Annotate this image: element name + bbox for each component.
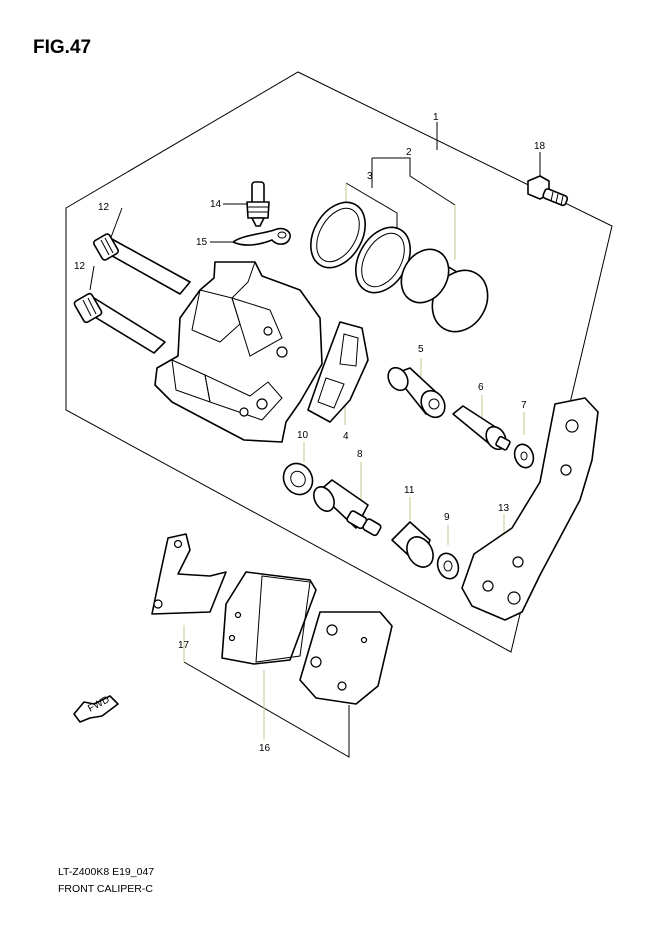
callout-17: 17: [178, 640, 190, 651]
callout-14: 14: [210, 199, 222, 210]
callout-1: 1: [433, 112, 439, 123]
pad-shim-17: [151, 533, 227, 615]
callout-18: 18: [534, 141, 546, 152]
callout-11: 11: [404, 485, 415, 496]
figure-title: FIG.47: [33, 37, 91, 58]
callout-2: 2: [406, 147, 412, 158]
piston-2: [400, 248, 489, 333]
washer-7: [513, 443, 535, 469]
callout-15: 15: [196, 237, 208, 248]
slide-pin-12-upper: [93, 233, 191, 295]
brake-pad-16-inner: [221, 571, 317, 665]
callout-9: 9: [444, 512, 450, 523]
callout-16: 16: [259, 743, 271, 754]
caliper-body: [154, 261, 323, 443]
callout-8: 8: [357, 449, 363, 460]
callout-13: 13: [498, 503, 510, 514]
model-code: LT-Z400K8 E19_047: [58, 866, 154, 878]
callout-6: 6: [478, 382, 484, 393]
callout-4: 4: [343, 431, 349, 442]
brake-pad-16-outer: [299, 611, 393, 705]
slide-pin-12-lower: [73, 292, 166, 354]
bolt-18: [527, 175, 569, 207]
section-title: FRONT CALIPER-C: [58, 883, 153, 895]
fwd-direction-marker: FWD: [73, 694, 119, 723]
callout-5: 5: [418, 344, 424, 355]
piston-seals-3: [310, 201, 411, 294]
boot-11: [391, 521, 434, 568]
callout-3: 3: [367, 171, 373, 182]
callout-12-lower: 12: [74, 261, 86, 272]
callout-7: 7: [521, 400, 527, 411]
caliper-bracket-13: [461, 397, 599, 621]
slide-pin-8: [313, 479, 382, 537]
bleeder-screw-14: [246, 181, 270, 227]
sleeve-6: [452, 405, 511, 451]
callout-12-upper: 12: [98, 202, 110, 213]
bleeder-cap-15: [232, 227, 291, 246]
callout-10: 10: [297, 430, 309, 441]
washer-9: [436, 552, 460, 580]
pad-spring-4: [307, 321, 369, 423]
boot-10: [282, 462, 314, 496]
bushing-5: [387, 366, 446, 419]
callout-labels: 1 2 3 4 5 6 7 8 9 10 11 12 12 13 14 15 1…: [74, 112, 546, 754]
